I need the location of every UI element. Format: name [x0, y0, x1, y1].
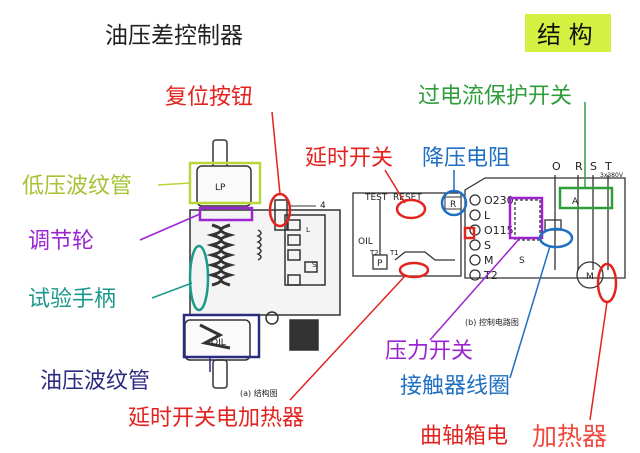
label-pressure-switch: 压力开关 — [385, 339, 473, 364]
terminal-l: L — [306, 226, 310, 234]
phase-o: O — [552, 160, 561, 173]
t2-left-label: T2 — [369, 249, 379, 257]
reset-label: RESET — [393, 193, 422, 203]
label-reset-button: 复位按钮 — [165, 85, 253, 110]
terminal-1: L — [484, 209, 491, 222]
oil-label: OIL — [358, 237, 373, 247]
label-oil-bellows: 油压波纹管 — [40, 369, 150, 394]
terminal-0: O230 — [484, 194, 514, 207]
label-adjust-wheel: 调节轮 — [28, 229, 94, 254]
label-test-handle: 试验手柄 — [28, 287, 116, 312]
label-crankcase-heater-end: 加热器 — [532, 422, 607, 451]
test-label: TEST — [364, 193, 388, 203]
label-overcurrent-switch: 过电流保护开关 — [418, 84, 572, 109]
callout-4: 4 — [320, 201, 326, 211]
resistor-r: R — [450, 200, 456, 210]
supply-label: 3x380V — [600, 172, 624, 179]
phase-s: S — [590, 160, 597, 173]
terminal-s: S — [312, 261, 317, 269]
t1-label: T1 — [389, 249, 399, 257]
terminal-5: T2 — [483, 269, 498, 282]
phase-r: R — [575, 160, 583, 173]
label-lp-bellows: 低压波纹管 — [22, 174, 132, 199]
circuit-s: S — [519, 256, 525, 266]
p-label: P — [377, 259, 383, 269]
circuit-caption: (b) 控制电路图 — [465, 317, 519, 327]
label-crankcase-heater: 曲轴箱电 — [420, 424, 508, 449]
motor-m: M — [586, 272, 594, 282]
terminal-3: S — [484, 239, 491, 252]
phase-t: T — [604, 160, 612, 173]
circuit-drawing — [352, 175, 626, 289]
label-delay-heater: 延时开关电加热器 — [128, 406, 304, 431]
badge-bg — [525, 14, 611, 52]
breaker-a: A — [572, 197, 579, 207]
page-title: 油压差控制器 — [105, 23, 243, 49]
structure-caption: (a) 结构图 — [240, 388, 278, 398]
highlights — [182, 161, 618, 359]
leader-lines — [139, 102, 608, 421]
terminal-4: M — [484, 254, 494, 267]
label-delay-switch: 延时开关 — [305, 146, 393, 171]
label-contactor-coil: 接触器线圈 — [400, 374, 510, 399]
lp-text: LP — [215, 183, 226, 193]
oil-text: OIL — [211, 338, 226, 348]
structure-badge: 结 构 — [537, 21, 593, 49]
structure-drawing — [184, 139, 341, 389]
label-dropping-resistor: 降压电阻 — [422, 146, 510, 171]
terminal-2: O115 — [484, 224, 514, 237]
